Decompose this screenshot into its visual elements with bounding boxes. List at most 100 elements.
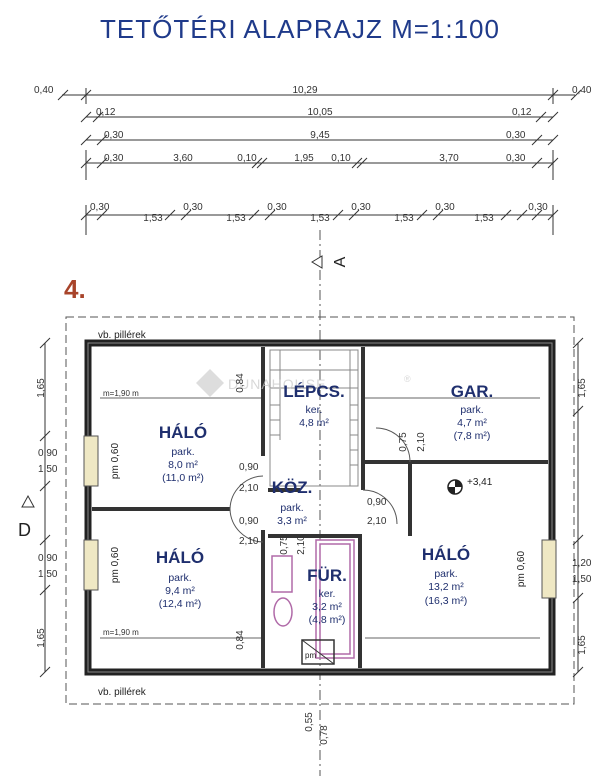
room-floor: park. [434,568,457,580]
flue-pm-label: pm [305,651,316,660]
door-dim-210-gar: 2,10 [416,432,427,452]
door-dim-210-c: 2,10 [367,516,387,527]
room-name: HÁLÓ [159,423,207,442]
dimension-lines [62,94,575,216]
left-dim-165-top: 1,65 [36,378,47,398]
room-area: 4,8 m² [299,417,329,429]
section-d-arrow [21,494,35,508]
right-dim-165-bot: 1,65 [577,635,588,655]
left-dim-150-a: 1,50 [38,464,58,475]
room-area: 8,0 m² [168,459,198,471]
dim-r4-0: 0,30 [104,153,124,164]
room-floor: ker. [319,588,336,600]
bottom-dim-078: 0,78 [319,725,330,745]
room-name: KÖZ. [272,478,313,497]
door-dim-210-fur: 2,10 [296,535,307,555]
room-floor: park. [168,572,191,584]
room-floor: ker. [306,404,323,416]
dim-r5-6: 0,30 [351,202,371,213]
right-dim-120: 1,20 [572,558,592,569]
stairs [269,349,359,487]
door-dim-210-b: 2,10 [239,536,259,547]
dim-r2-1: 10,05 [307,107,332,118]
door-dim-084-top: 0,84 [235,373,246,393]
door-dim-075-fur: 0,75 [279,535,290,555]
door-swings [229,427,411,543]
bathroom-fixtures [271,539,355,659]
room-fur: FÜR. ker. 3,2 m² (4,8 m²) [307,566,347,626]
room-name: HÁLÓ [156,548,204,567]
left-dim-090-b: 0,90 [38,553,58,564]
room-name: HÁLÓ [422,545,470,564]
dim-r5-3: 1,53 [226,213,246,224]
left-dim-lines [39,337,51,678]
room-floor: park. [460,404,483,416]
dim-r5-8: 0,30 [435,202,455,213]
dim-r5-7: 1,53 [394,213,414,224]
dim-r4-1: 3,60 [173,153,193,164]
windows [83,435,557,599]
roof-outline [65,316,575,705]
dim-r5-4: 0,30 [267,202,287,213]
pm-label-2: pm 0,60 [110,546,121,583]
dim-r1-1: 10,29 [292,85,317,96]
m190-label-top: m=1,90 m [103,389,139,398]
dimension-ticks [57,88,582,235]
room-koz: KÖZ. park. 3,3 m² [272,478,313,527]
room-area-2: (12,4 m²) [159,598,202,610]
dim-r4-2: 0,10 [237,153,257,164]
room-area: 9,4 m² [165,585,195,597]
room-name: GAR. [451,382,494,401]
room-gar: GAR. park. 4,7 m² (7,8 m²) [451,382,494,442]
right-dim-165-top: 1,65 [577,378,588,398]
room-floor: park. [280,502,303,514]
room-area: 4,7 m² [457,417,487,429]
dim-r5-5: 1,53 [310,213,330,224]
room-name: FÜR. [307,566,347,585]
room-area-2: (11,0 m²) [162,472,204,484]
dim-r1-2: 0,40 [572,85,592,96]
flue [301,639,335,665]
dim-r4-6: 0,30 [506,153,526,164]
section-d-label: D [18,520,31,540]
room-hálo-1: HÁLÓ park. 8,0 m² (11,0 m²) [159,423,207,484]
dim-r2-0: 0,12 [96,107,116,118]
left-dim-165-bot: 1,65 [36,628,47,648]
watermark-mark: ® [404,374,411,384]
dim-r4-3: 1,95 [294,153,314,164]
vb-label-top: vb. pillérek [98,330,147,341]
right-dim-lines [572,337,584,678]
room-area: 3,2 m² [312,601,342,613]
dim-r4-4: 0,10 [331,153,351,164]
left-dim-150-b: 1,50 [38,569,58,580]
room-name: LÉPCS. [283,382,344,401]
pm-label-1: pm 0,60 [110,442,121,479]
door-dim-084-bot: 0,84 [235,630,246,650]
dim-r5-9: 1,53 [474,213,494,224]
page-title: TETŐTÉRI ALAPRAJZ M=1:100 [100,14,500,44]
floor-number: 4. [64,274,86,304]
watermark-text: DUNAHOUSE [228,376,326,392]
door-dim-090-b: 0,90 [239,516,259,527]
room-area-2: (16,3 m²) [425,595,468,607]
door-dim-090-a: 0,90 [239,462,259,473]
pm-label-3: pm 0,60 [516,550,527,587]
outer-wall-inner [87,342,553,673]
room-area-2: (7,8 m²) [454,430,491,442]
room-area-2: (4,8 m²) [309,614,346,626]
dim-r3-0: 0,30 [104,130,124,141]
m190-label-bottom: m=1,90 m [103,628,139,637]
door-dim-210-a: 2,10 [239,483,259,494]
room-area: 3,3 m² [277,515,307,527]
room-hálo-3: HÁLÓ park. 13,2 m² (16,3 m²) [422,545,470,607]
room-floor: park. [171,446,194,458]
watermark: DUNAHOUSE ® [196,369,411,397]
dim-r5-1: 1,53 [143,213,163,224]
dim-r3-1: 9,45 [310,130,330,141]
door-dim-075-gar: 0,75 [398,432,409,452]
room-area: 13,2 m² [428,581,464,593]
dimension-texts: 0,40 10,29 0,40 0,12 10,05 0,12 0,30 9,4… [34,85,592,224]
dim-r5-0: 0,30 [90,202,110,213]
left-dim-090-a: 0,90 [38,448,58,459]
